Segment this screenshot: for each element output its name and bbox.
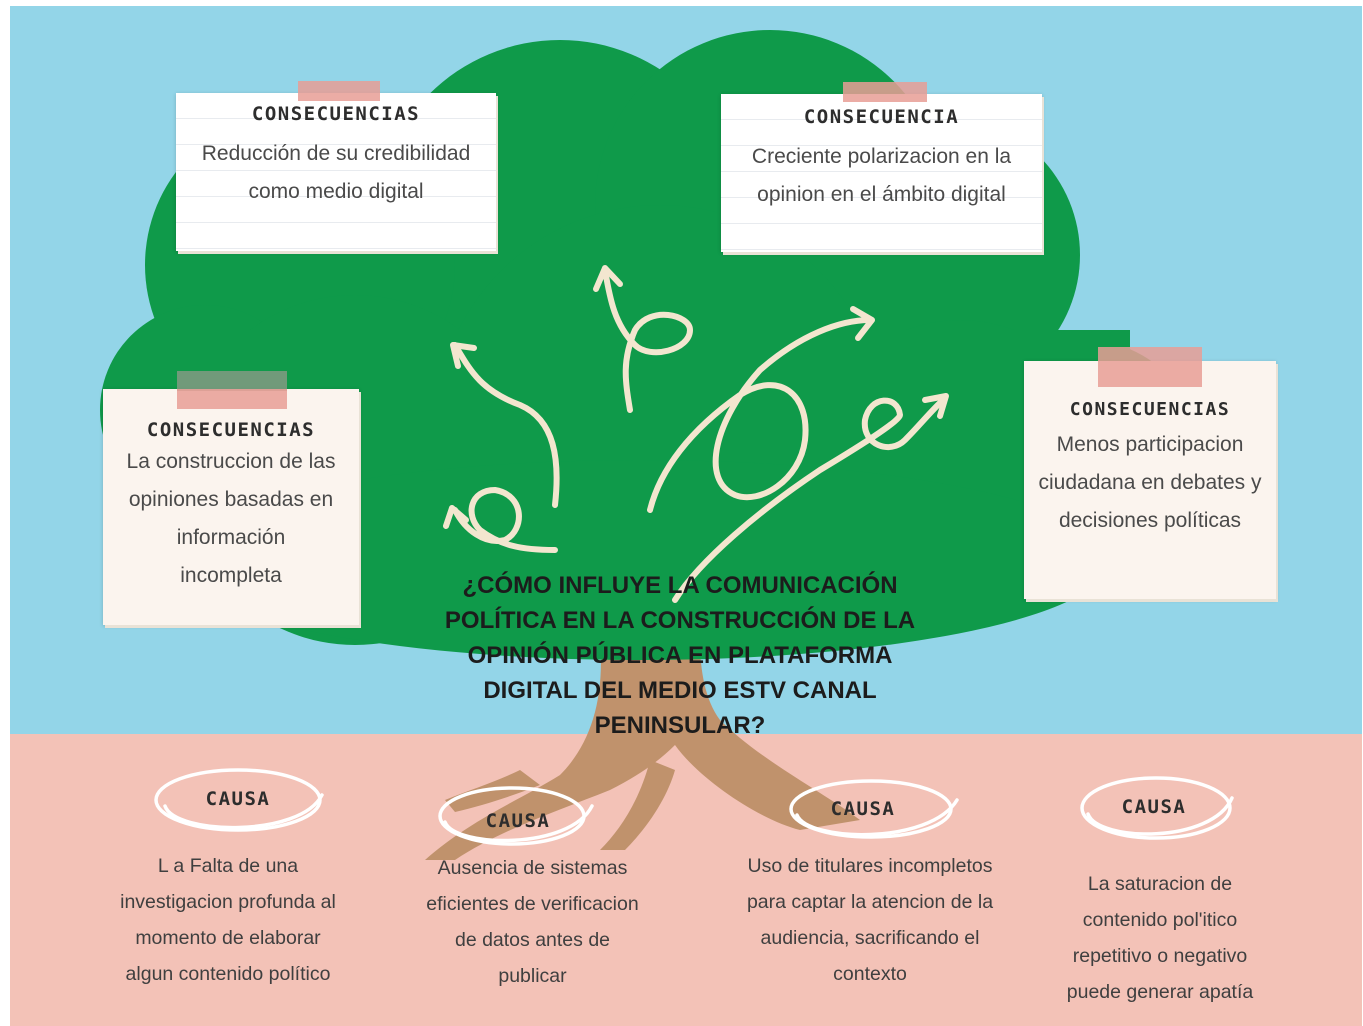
question-line: OPINIÓN PÚBLICA EN PLATAFORMA bbox=[467, 642, 893, 669]
cause-text-line: eficientes de verificacion bbox=[426, 893, 639, 915]
consequence-heading: CONSECUENCIAS bbox=[251, 103, 421, 125]
consequence-text-line: incompleta bbox=[180, 564, 282, 587]
consequence-text-line: Reducción de su credibilidad bbox=[201, 142, 471, 165]
cause-text-line: contexto bbox=[833, 963, 907, 985]
consequence-heading: CONSECUENCIAS bbox=[146, 419, 316, 441]
cause-text-line: puede generar apatía bbox=[1066, 981, 1254, 1003]
tape bbox=[1098, 367, 1202, 387]
cause-text-line: para captar la atencion de la bbox=[746, 891, 994, 913]
cause-text-line: Ausencia de sistemas bbox=[437, 857, 628, 879]
cause-text-line: audiencia, sacrificando el bbox=[760, 927, 980, 949]
arrow-left-loop bbox=[452, 487, 558, 553]
arrow-left-up bbox=[452, 342, 560, 508]
consequence-text-line: Creciente polarizacion en la bbox=[751, 145, 1012, 168]
consequence-heading: CONSECUENCIA bbox=[803, 106, 960, 128]
consequence-text-line: decisiones políticas bbox=[1058, 509, 1242, 532]
arrow-right-loop bbox=[672, 395, 948, 603]
cause-text-line: repetitivo o negativo bbox=[1072, 945, 1248, 967]
arrow-top-loop bbox=[602, 267, 693, 413]
consequence-card-2: CONSECUENCIA Creciente polarizacion en l… bbox=[721, 82, 1042, 252]
cause-text-line: L a Falta de una bbox=[157, 855, 299, 877]
cause-text-line: investigacion profunda al bbox=[120, 891, 336, 913]
arrow-center-big-loop bbox=[647, 317, 873, 513]
consequence-text-line: como medio digital bbox=[248, 180, 424, 203]
consequence-text-line: opinion en el ámbito digital bbox=[757, 183, 1006, 206]
cause-text-line: contenido pol'itico bbox=[1082, 909, 1238, 931]
consequence-text-line: ciudadana en debates y bbox=[1038, 471, 1262, 494]
central-question: ¿CÓMO INFLUYE LA COMUNICACIÓN POLÍTICA E… bbox=[420, 568, 940, 743]
question-line: POLÍTICA EN LA CONSTRUCCIÓN DE LA bbox=[444, 607, 916, 634]
consequence-text-line: información bbox=[176, 526, 286, 549]
cause-text-line: Uso de titulares incompletos bbox=[747, 855, 993, 877]
consequence-card-3: CONSECUENCIAS La construccion de las opi… bbox=[103, 371, 359, 625]
tape bbox=[1098, 347, 1202, 367]
tape bbox=[177, 389, 287, 409]
cause-text-line: de datos antes de bbox=[454, 929, 611, 951]
cause-text: Ausencia de sistemas eficientes de verif… bbox=[405, 850, 660, 994]
cause-label: CAUSA bbox=[485, 810, 551, 832]
cause-text: L a Falta de una investigacion profunda … bbox=[98, 848, 358, 992]
cause-text: Uso de titulares incompletos para captar… bbox=[720, 848, 1020, 992]
cause-label: CAUSA bbox=[1121, 796, 1187, 818]
curly-arrows bbox=[443, 265, 949, 603]
consequence-card-4: CONSECUENCIAS Menos participacion ciudad… bbox=[1024, 347, 1276, 599]
consequence-card-1: CONSECUENCIAS Reducción de su credibilid… bbox=[176, 81, 496, 251]
tape bbox=[843, 82, 927, 102]
cause-text-line: algun contenido político bbox=[125, 963, 331, 985]
tape bbox=[298, 81, 380, 101]
consequence-heading: CONSECUENCIAS bbox=[1069, 399, 1231, 420]
cause-text: La saturacion de contenido pol'itico rep… bbox=[1040, 866, 1280, 1010]
cause-text-line: publicar bbox=[498, 965, 567, 987]
question-line: PENINSULAR? bbox=[594, 712, 766, 739]
cause-text-line: momento de elaborar bbox=[135, 927, 321, 949]
consequence-text-line: La construccion de las bbox=[126, 450, 336, 473]
tape bbox=[177, 371, 287, 391]
question-line: ¿CÓMO INFLUYE LA COMUNICACIÓN bbox=[462, 572, 898, 599]
consequence-text-line: opiniones basadas en bbox=[128, 488, 334, 511]
cause-label: CAUSA bbox=[830, 798, 896, 820]
consequence-text-line: Menos participacion bbox=[1056, 433, 1244, 456]
question-line: DIGITAL DEL MEDIO ESTV CANAL bbox=[483, 677, 877, 704]
cause-label: CAUSA bbox=[205, 788, 271, 810]
cause-text-line: La saturacion de bbox=[1087, 873, 1233, 895]
